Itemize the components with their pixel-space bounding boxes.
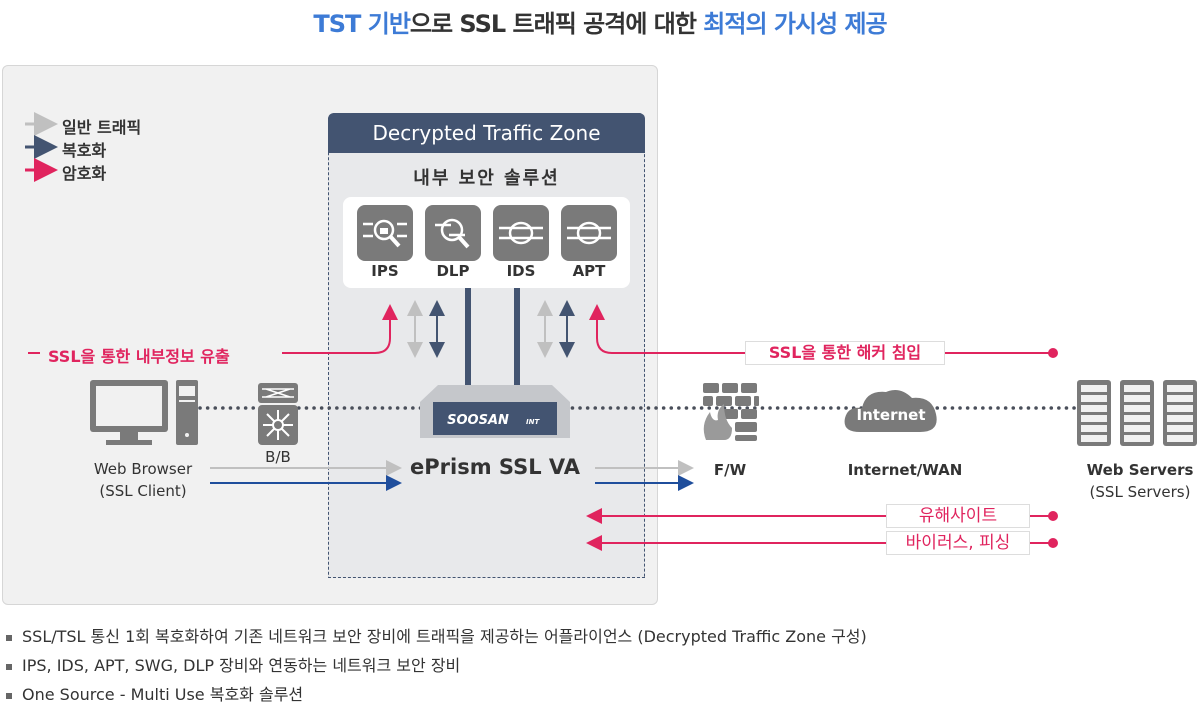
hacker-source-dot	[1048, 348, 1058, 358]
ips-icon	[357, 205, 413, 261]
hacker-arrow	[597, 308, 1053, 354]
server-slot	[1081, 395, 1107, 402]
connector-bar	[514, 288, 520, 388]
legend-normal: 일반 트래픽	[62, 118, 142, 137]
legend-encrypt: 암호화	[62, 164, 107, 183]
dlp-label: DLP	[436, 262, 470, 280]
appliance-brand-sub: INT	[526, 418, 540, 426]
appliance-label: ePrism SSL VA	[410, 455, 580, 479]
legend-arrows	[25, 112, 58, 182]
ids-label: IDS	[506, 262, 536, 280]
web-servers-icon	[1077, 380, 1197, 446]
server-slot	[1081, 385, 1107, 392]
hacker-label: SSL을 통한 해커 침입	[745, 341, 945, 365]
server-slot	[1124, 395, 1150, 402]
legend-decrypt: 복호화	[62, 141, 107, 160]
server-slot	[1124, 435, 1150, 442]
firewall-icon	[703, 383, 759, 441]
server-slot	[1167, 405, 1193, 412]
backbone-switch-icon	[258, 383, 298, 445]
servers-sublabel: (SSL Servers)	[1089, 483, 1191, 501]
server-slot	[1124, 405, 1150, 412]
apt-label: APT	[572, 262, 606, 280]
apt-icon	[561, 205, 617, 261]
server-slot	[1081, 415, 1107, 422]
connector-bar	[465, 288, 471, 388]
server-slot	[1124, 425, 1150, 432]
server-slot	[1081, 425, 1107, 432]
ids-icon	[493, 205, 549, 261]
server-slot	[1167, 425, 1193, 432]
servers-label: Web Servers	[1086, 461, 1194, 479]
internet-cloud-icon	[844, 390, 937, 432]
zone-header: Decrypted Traffic Zone	[328, 113, 645, 153]
bullet-item: One Source - Multi Use 복호화 솔루션	[6, 681, 303, 705]
bullet-item: SSL/TSL 통신 1회 복호화하여 기존 네트워크 보안 장비에 트래픽을 …	[6, 623, 867, 647]
pc-icon	[90, 380, 198, 445]
server-slot	[1081, 405, 1107, 412]
server-slot	[1081, 435, 1107, 442]
harmful-site-label: 유해사이트	[886, 504, 1030, 528]
security-solutions-title: 내부 보안 솔루션	[413, 168, 560, 189]
appliance-brand: SOOSAN	[447, 413, 509, 428]
server-slot	[1167, 415, 1193, 422]
server-slot	[1124, 385, 1150, 392]
server-slot	[1167, 385, 1193, 392]
bullet-item: IPS, IDS, APT, SWG, DLP 장비와 연동하는 네트워크 보안…	[6, 652, 460, 676]
dlp-icon	[425, 205, 481, 261]
harmful-source-dot	[1048, 511, 1058, 521]
virus-phishing-label: 바이러스, 피싱	[886, 531, 1030, 555]
client-sublabel: (SSL Client)	[99, 482, 187, 500]
soosan-appliance-icon	[420, 385, 570, 438]
leak-label: SSL을 통한 내부정보 유출	[48, 347, 230, 366]
page-title: TST 기반으로 SSL 트래픽 공격에 대한 최적의 가시성 제공	[313, 10, 887, 38]
leak-arrow	[28, 308, 390, 354]
virus-source-dot	[1048, 538, 1058, 548]
server-slot	[1167, 435, 1193, 442]
decrypted-zone	[328, 113, 645, 578]
client-label: Web Browser	[93, 460, 193, 478]
server-slot	[1167, 395, 1193, 402]
bb-label: B/B	[265, 448, 291, 466]
server-slot	[1124, 415, 1150, 422]
internet-cloud-label: Internet	[856, 406, 925, 424]
internet-label: Internet/WAN	[847, 461, 963, 479]
firewall-label: F/W	[713, 461, 747, 479]
ips-label: IPS	[371, 262, 399, 280]
